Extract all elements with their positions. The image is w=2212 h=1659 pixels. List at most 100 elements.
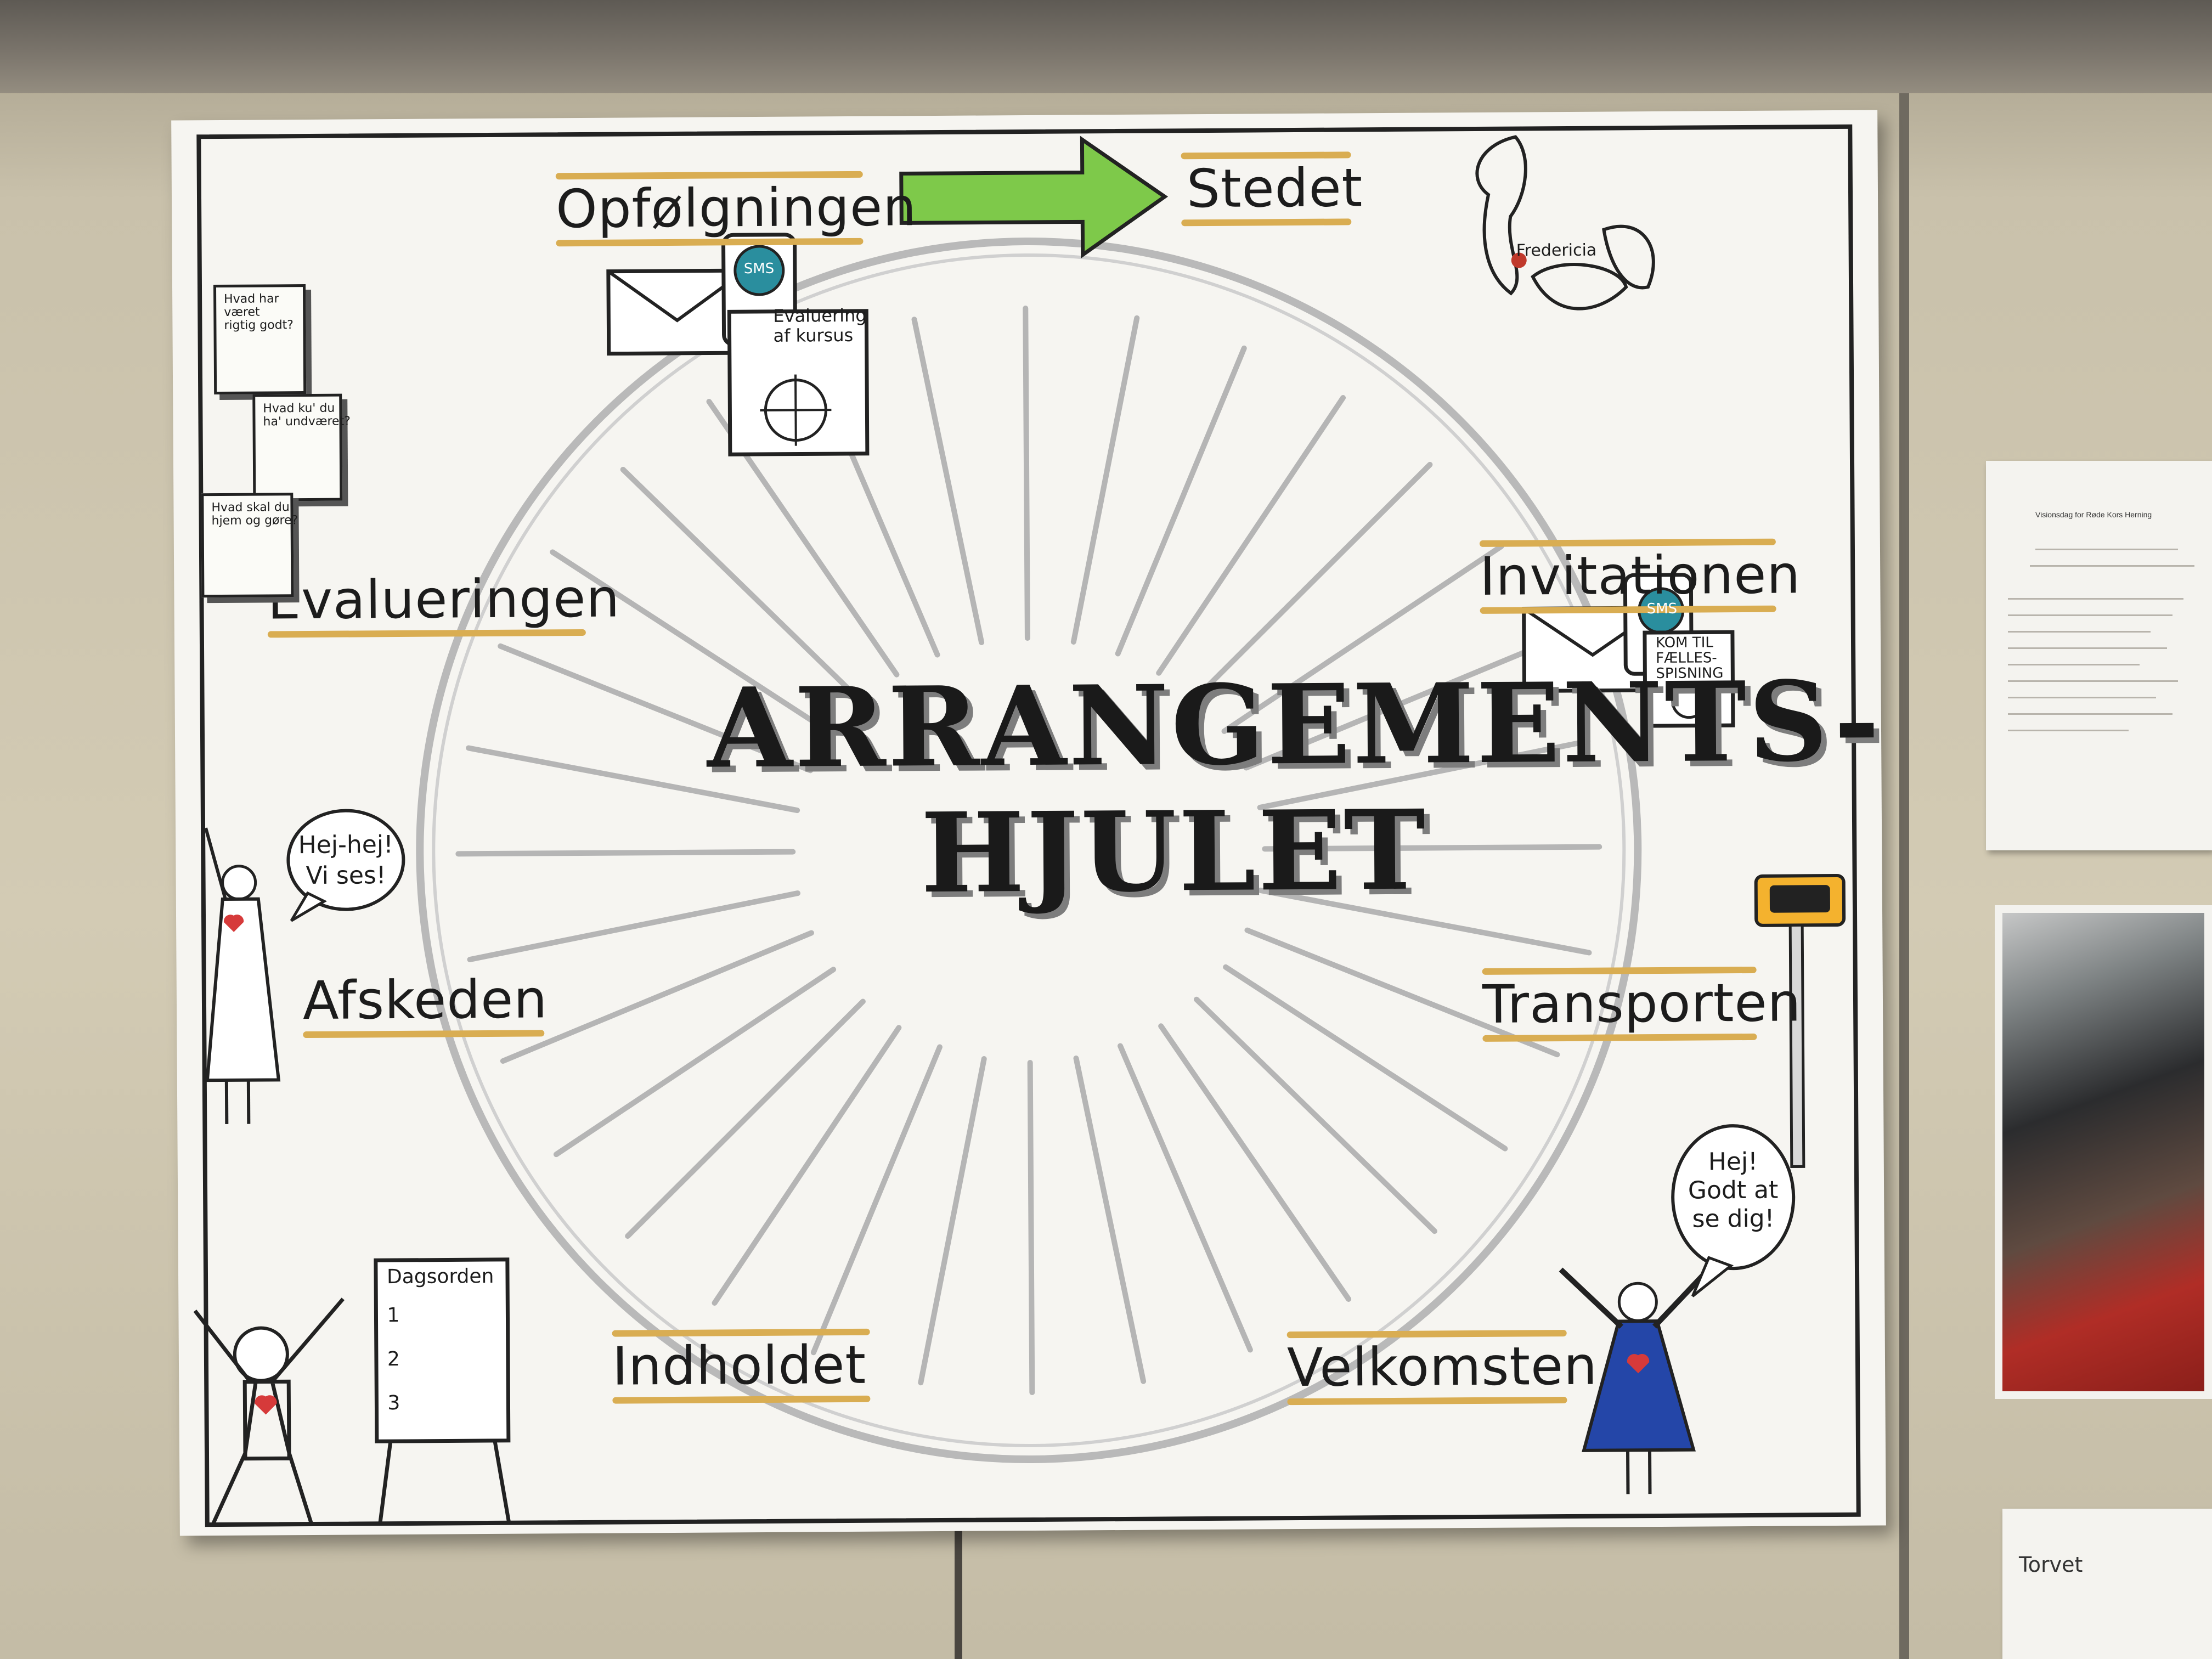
wheel-spoke (467, 890, 801, 962)
wheel-spoke (911, 317, 985, 645)
poster-title: ARRANGEMENTS- HJULET (707, 657, 1882, 918)
underline (1181, 151, 1351, 160)
menu-card-line: SPISNING (1656, 665, 1724, 682)
text-line (2008, 631, 2151, 633)
label-evalueringen: Evalueringen (267, 567, 620, 631)
agenda-item-3: 3 (387, 1392, 400, 1415)
side-sheet-title: Visionsdag for Røde Kors Herning (2035, 510, 2152, 519)
text-line (2008, 713, 2172, 715)
label-velkomsten: Velkomsten (1286, 1335, 1598, 1399)
note-sheet: Hvad ku' du ha' undværet? (252, 393, 351, 501)
text-line (2008, 647, 2167, 649)
side-info-sheet: Visionsdag for Røde Kors Herning (1986, 461, 2212, 850)
wheel-spoke (1073, 1056, 1147, 1384)
speech-bubble-bye (286, 809, 405, 922)
agenda-board-icon (374, 1257, 511, 1524)
wheel-spoke (918, 1056, 987, 1386)
menu-card-text: KOM TIL FÆLLES- SPISNING (1655, 634, 1724, 682)
note-line: Hvad har (224, 292, 279, 306)
menu-card-line: FÆLLES- (1656, 650, 1717, 667)
text-line (2008, 697, 2156, 698)
note-line: Hvad ku' du (263, 401, 335, 416)
waving-person-icon (204, 827, 281, 1124)
wheel-drawing (193, 124, 1861, 1527)
eval-card-text: Evaluering af kursus (773, 305, 867, 346)
wheel-spoke (498, 643, 814, 774)
wheel-spoke (1262, 844, 1602, 852)
happy-person-icon (193, 1297, 345, 1526)
wall-photo (1995, 905, 2212, 1399)
label-opfolgningen: Opfølgningen (555, 176, 917, 240)
text-line (2008, 680, 2178, 682)
text-line (2008, 730, 2129, 731)
bus-stop-sign-icon (1754, 873, 1846, 1169)
note-line: været (224, 305, 260, 319)
bubble-line: Hej-hej! (298, 831, 393, 860)
label-stedet: Stedet (1186, 157, 1363, 220)
underline (1181, 218, 1352, 227)
wheel-spoke (1257, 738, 1591, 810)
title-line-1: ARRANGEMENTS- (707, 657, 1882, 793)
text-line (2008, 664, 2140, 665)
wheel-spoke (712, 1025, 902, 1306)
wheel-spoke (466, 745, 800, 814)
evaluation-notebook-icon (727, 309, 870, 456)
note-line: Hvad skal du (211, 500, 290, 515)
menu-card-line: KOM TIL (1655, 634, 1713, 652)
label-indholdet: Indholdet (612, 1334, 867, 1397)
torvet-sheet: Torvet (2002, 1509, 2212, 1659)
wheel-spoke (455, 849, 796, 857)
wheel-spoke (1244, 927, 1560, 1058)
wheel-spoke (1243, 637, 1558, 771)
text-line (2030, 565, 2194, 567)
phone-badge-1: SMS (743, 260, 775, 278)
wheel-spoke (1023, 306, 1030, 641)
bubble-line: se dig! (1692, 1204, 1775, 1233)
wheel-spoke (810, 1044, 943, 1356)
bubble-line: Godt at (1688, 1176, 1779, 1205)
map-city-label: Fredericia (1516, 240, 1597, 261)
agenda-item-2: 2 (387, 1348, 400, 1371)
wheel-spoke (1194, 996, 1437, 1234)
label-invitationen: Invitationen (1479, 544, 1801, 607)
arrangementshjulet-poster: Stedet Opfølgningen Invitationen Evaluer… (171, 110, 1886, 1536)
speech-bubble-welcome (1671, 1124, 1796, 1297)
bubble-line: Hej! (1708, 1147, 1758, 1176)
wheel-spoke (1156, 394, 1346, 676)
agenda-item-1: 1 (387, 1304, 400, 1327)
wheel-spoke (1118, 1043, 1253, 1353)
bubble-line: Vi ses! (306, 861, 386, 890)
wheel-spoke (1192, 461, 1433, 702)
note-line: ha' undværet? (263, 414, 351, 429)
ceiling-rail (0, 0, 2212, 93)
note-sheet: Hvad skal du hjem og gøre? (201, 493, 298, 598)
phone-badge-2: SMS (1646, 600, 1678, 618)
torvet-title: Torvet (2019, 1553, 2083, 1577)
label-transporten: Transporten (1482, 972, 1802, 1035)
welcome-person-icon (1559, 1261, 1717, 1494)
bubble-bye-text: Hej-hej! Vi ses! (296, 830, 396, 891)
wheel-spoke (625, 998, 866, 1239)
eval-card-line: af kursus (773, 324, 854, 346)
agenda-title: Dagsorden (386, 1265, 494, 1289)
wheel-spoke (550, 549, 835, 737)
wheel-spoke (1223, 964, 1508, 1152)
denmark-map-icon (1475, 135, 1655, 311)
wheel-spoke (1257, 887, 1592, 956)
wheel-spoke (1221, 543, 1504, 734)
note-line: rigtig godt? (224, 318, 294, 332)
title-line-2: HJULET (920, 786, 1428, 918)
text-line (2008, 598, 2183, 600)
green-arrow-icon (899, 136, 1169, 259)
wall-panel-seam (1899, 93, 1909, 1659)
text-line (2035, 549, 2178, 550)
note-sheet: Hvad har været rigtig godt? (213, 284, 307, 395)
wheel-spoke (500, 930, 814, 1064)
wheel-spoke (553, 967, 837, 1158)
label-afskeden: Afskeden (302, 968, 548, 1032)
wheel-spoke (620, 466, 864, 704)
wheel-spoke (1070, 315, 1140, 645)
bubble-welcome-text: Hej! Godt at se dig! (1684, 1148, 1783, 1234)
wheel-spoke (1158, 1023, 1352, 1302)
text-line (2008, 614, 2172, 616)
